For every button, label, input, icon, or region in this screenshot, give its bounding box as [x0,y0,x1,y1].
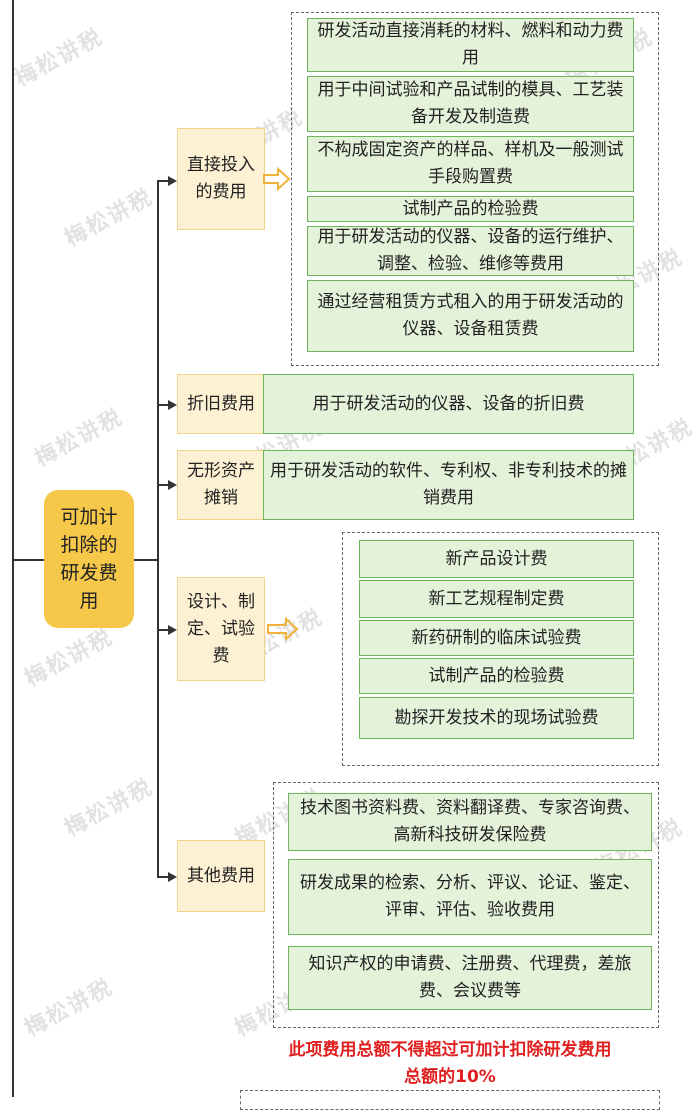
arrow-right-icon [267,616,299,642]
item-direct-1: 研发活动直接消耗的材料、燃料和动力费用 [307,18,634,72]
limit-note: 此项费用总额不得超过可加计扣除研发费用总额的10% [288,1040,612,1087]
item-direct-4: 试制产品的检验费 [307,196,634,222]
item-design-3: 新药研制的临床试验费 [359,620,634,656]
branch-arrow-2 [168,400,177,410]
trunk-connector [12,559,44,561]
branch-line-4 [157,629,169,631]
category-label: 折旧费用 [187,393,255,414]
branch-arrow-4 [168,625,177,635]
watermark: 梅松讲税 [60,184,158,252]
item-amortization-1: 用于研发活动的软件、专利权、非专利技术的摊销费用 [263,450,634,520]
branch-line-3 [157,484,169,486]
category-label: 直接投入的费用 [187,155,255,202]
branch-line-1 [157,180,169,182]
watermark: 梅松讲税 [10,24,108,92]
branch-spine [157,180,159,877]
item-other-2: 研发成果的检索、分析、评议、论证、鉴定、评审、评估、验收费用 [288,859,652,935]
item-other-3: 知识产权的申请费、注册费、代理费，差旅费、会议费等 [288,946,652,1010]
root-connector [134,559,158,561]
category-label: 设计、制定、试验费 [187,591,255,666]
arrow-right-icon [263,166,291,192]
branch-arrow-3 [168,480,177,490]
watermark: 梅松讲税 [20,974,118,1042]
trunk-line [12,0,14,1097]
branch-line-5 [157,876,169,878]
watermark: 梅松讲税 [60,774,158,842]
watermark: 梅松讲税 [20,624,118,692]
branch-arrow-5 [168,872,177,882]
group-box-other [273,782,659,1028]
branch-arrow-1 [168,176,177,186]
group-box-direct-input [291,12,659,366]
item-design-1: 新产品设计费 [359,540,634,578]
item-direct-2: 用于中间试验和产品试制的模具、工艺装备开发及制造费 [307,76,634,132]
item-design-4: 试制产品的检验费 [359,658,634,694]
category-direct-input: 直接投入的费用 [177,128,265,230]
category-label: 无形资产摊销 [187,461,255,508]
branch-line-2 [157,404,169,406]
category-label: 其他费用 [187,865,255,886]
category-depreciation: 折旧费用 [177,374,265,434]
next-group-box-edge [240,1090,660,1110]
category-intangible-amortization: 无形资产摊销 [177,450,265,520]
category-design-trial: 设计、制定、试验费 [177,577,265,681]
root-label: 可加计扣除的研发费用 [60,506,118,612]
item-other-1: 技术图书资料费、资料翻译费、专家咨询费、高新科技研发保险费 [288,793,652,851]
item-direct-5: 用于研发活动的仪器、设备的运行维护、调整、检验、维修等费用 [307,226,634,276]
item-design-2: 新工艺规程制定费 [359,580,634,618]
item-direct-6: 通过经营租赁方式租入的用于研发活动的仪器、设备租赁费 [307,280,634,352]
item-design-5: 勘探开发技术的现场试验费 [359,697,634,739]
group-box-design-trial [342,532,659,766]
item-direct-3: 不构成固定资产的样品、样机及一般测试手段购置费 [307,136,634,192]
item-depreciation-1: 用于研发活动的仪器、设备的折旧费 [263,374,634,434]
root-node: 可加计扣除的研发费用 [44,490,134,628]
watermark: 梅松讲税 [30,404,128,472]
category-other: 其他费用 [177,840,265,912]
